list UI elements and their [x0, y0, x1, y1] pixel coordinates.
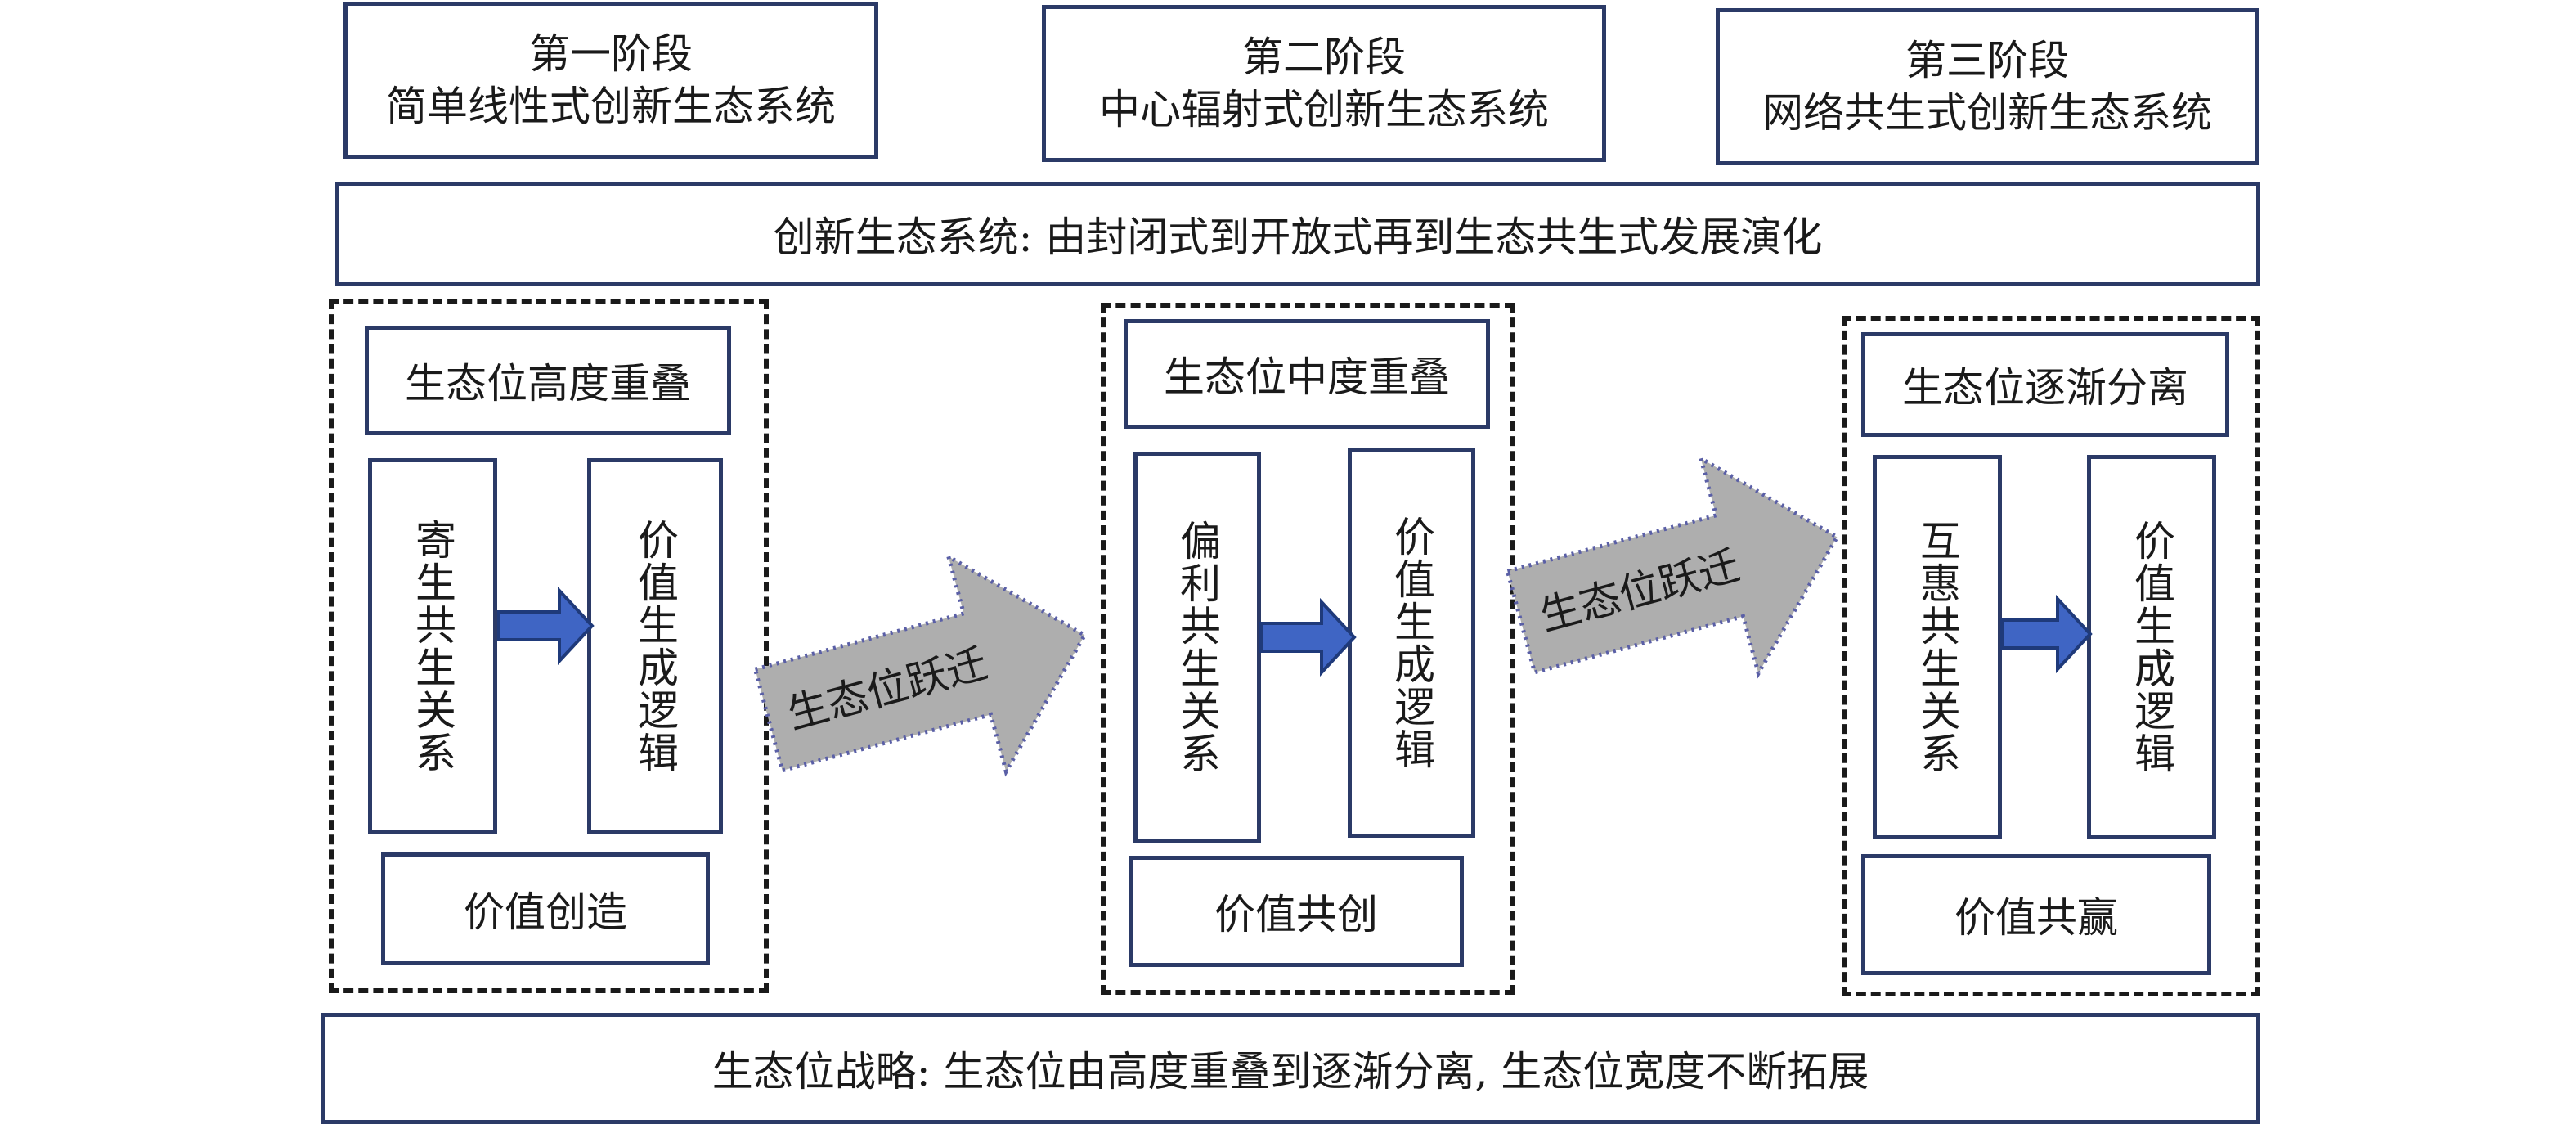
panel-2-relation-text: 偏利共生关系	[1174, 520, 1221, 775]
panel-1-value: 价值创造	[381, 852, 710, 965]
top-banner: 创新生态系统: 由封闭式到开放式再到生态共生式发展演化	[335, 182, 2260, 286]
panel-1-logic-text: 价值生成逻辑	[631, 519, 679, 774]
bottom-banner: 生态位战略: 生态位由高度重叠到逐渐分离, 生态位宽度不断拓展	[321, 1013, 2260, 1124]
panel-2-logic: 价值生成逻辑	[1348, 448, 1475, 838]
panel-1-relation: 寄生共生关系	[368, 458, 497, 834]
panel-3-value: 价值共赢	[1861, 854, 2211, 975]
panel-2-logic-text: 价值生成逻辑	[1388, 515, 1435, 771]
stage-2-system: 中心辐射式创新生态系统	[1099, 86, 1549, 133]
stage-1-label: 第一阶段	[529, 30, 693, 78]
transition-arrow-2-icon	[1505, 454, 1840, 679]
panel-1-relation-text: 寄生共生关系	[409, 519, 456, 774]
stage-3-system: 网络共生式创新生态系统	[1762, 89, 2212, 137]
transition-arrow-2: 生态位跃迁	[1505, 454, 1840, 679]
panel-3-relation-text: 互惠共生关系	[1914, 520, 1961, 775]
panel-1	[329, 299, 769, 993]
panel-1-title: 生态位高度重叠	[365, 326, 731, 435]
stage-2-label: 第二阶段	[1242, 34, 1406, 81]
panel-3-title: 生态位逐渐分离	[1861, 332, 2229, 437]
stage-3-label: 第三阶段	[1905, 37, 2069, 84]
panel-2-title: 生态位中度重叠	[1124, 319, 1490, 429]
panel-2	[1101, 303, 1515, 995]
panel-2-value: 价值共创	[1129, 856, 1464, 967]
transition-arrow-1: 生态位跃迁	[752, 552, 1088, 777]
panel-3-logic: 价值生成逻辑	[2087, 455, 2216, 839]
stage-3-box: 第三阶段 网络共生式创新生态系统	[1716, 8, 2259, 165]
stage-1-system: 简单线性式创新生态系统	[386, 83, 836, 130]
small-arrow-3-icon	[2000, 594, 2093, 674]
panel-3-relation: 互惠共生关系	[1873, 455, 2002, 839]
transition-arrow-1-icon	[752, 552, 1088, 777]
stage-1-box: 第一阶段 简单线性式创新生态系统	[343, 2, 878, 159]
panel-2-relation: 偏利共生关系	[1133, 452, 1261, 843]
small-arrow-1-icon	[497, 586, 595, 666]
stage-2-box: 第二阶段 中心辐射式创新生态系统	[1042, 5, 1606, 162]
panel-1-logic: 价值生成逻辑	[587, 458, 723, 834]
small-arrow-2-icon	[1259, 597, 1357, 677]
panel-3	[1842, 316, 2260, 996]
panel-3-logic-text: 价值生成逻辑	[2128, 520, 2175, 775]
